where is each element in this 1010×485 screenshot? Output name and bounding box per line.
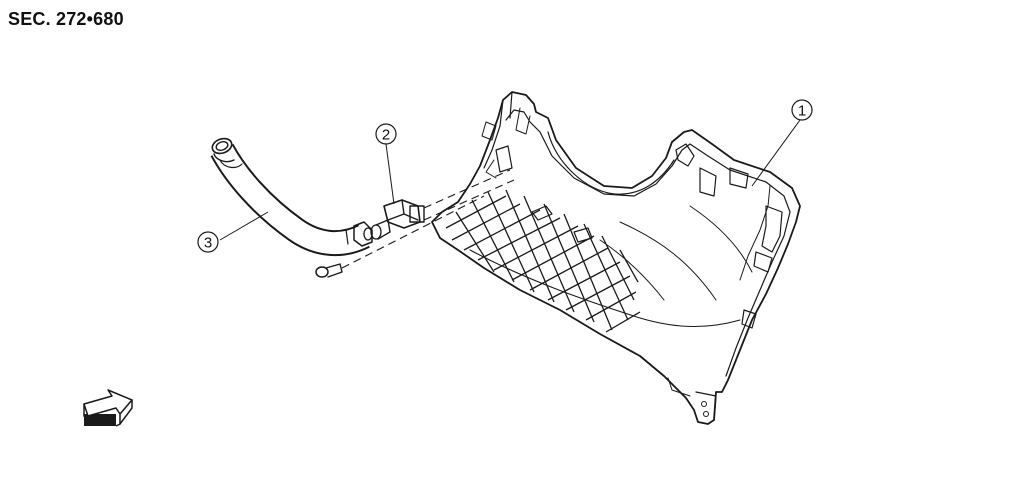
callout-3: 3 [197, 231, 219, 253]
callout-leaders [219, 119, 801, 241]
assembly-guide-lines [341, 169, 515, 269]
front-direction-arrow-icon [83, 389, 133, 427]
callout-2-label: 2 [382, 127, 390, 144]
panel-lattice [445, 189, 641, 333]
part-1-panel [431, 91, 801, 425]
callout-1: 1 [791, 99, 813, 121]
callout-1-label: 1 [798, 103, 806, 120]
callout-2: 2 [375, 123, 397, 145]
screw [315, 263, 343, 278]
part-3-hose [210, 137, 373, 257]
callout-3-label: 3 [204, 235, 212, 252]
part-2-aspirator [370, 199, 425, 240]
section-label: SEC. 272•680 [8, 9, 124, 29]
